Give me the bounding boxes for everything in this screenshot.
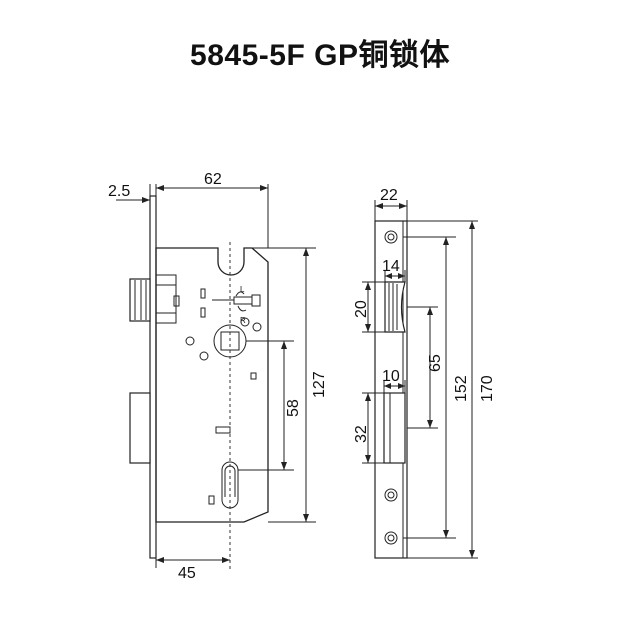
latch-width-label: 14 [382,258,400,275]
lr-selector: L R [200,285,261,325]
faceplate-strip [149,195,157,559]
slot [208,495,215,505]
faceplate-height-label: 170 [479,375,496,402]
right-mark: R [240,316,246,325]
screw-spacing-label: 152 [453,375,470,402]
latch-tongue [129,278,151,322]
diagram-title: 5845-5F GP铜锁体 [190,39,450,72]
side-width-label: 22 [380,187,398,204]
latch-height-label: 20 [353,300,370,318]
handle-cylinder-distance-label: 58 [285,399,302,417]
backset-label: 62 [204,171,222,188]
faceplate-thickness-label: 2.5 [108,183,130,200]
slot [250,372,257,380]
left-mark: L [240,285,245,294]
body-height-label: 127 [311,371,328,398]
faceplate-screw-holes [384,230,398,545]
front-view: L R [129,195,269,570]
side-bolt [383,392,406,464]
cylinder-hole [221,461,239,509]
latch-bolt-distance-label: 65 [427,354,444,372]
latch-bracket [155,274,180,324]
lock-case-outline [155,247,269,523]
front-dimensions: 2.5 62 45 58 127 [108,171,328,582]
screw-hole [185,336,195,346]
bolt-width-label: 10 [382,368,400,385]
dead-bolt [129,392,151,464]
screw-hole [240,317,250,327]
side-latch [384,281,406,333]
screw-hole [252,322,262,332]
cylinder-backset-label: 45 [178,565,196,582]
slot [215,426,231,434]
screw-hole [199,351,209,361]
bolt-height-label: 32 [353,425,370,443]
side-dimensions: 22 14 20 10 32 65 [353,187,496,559]
